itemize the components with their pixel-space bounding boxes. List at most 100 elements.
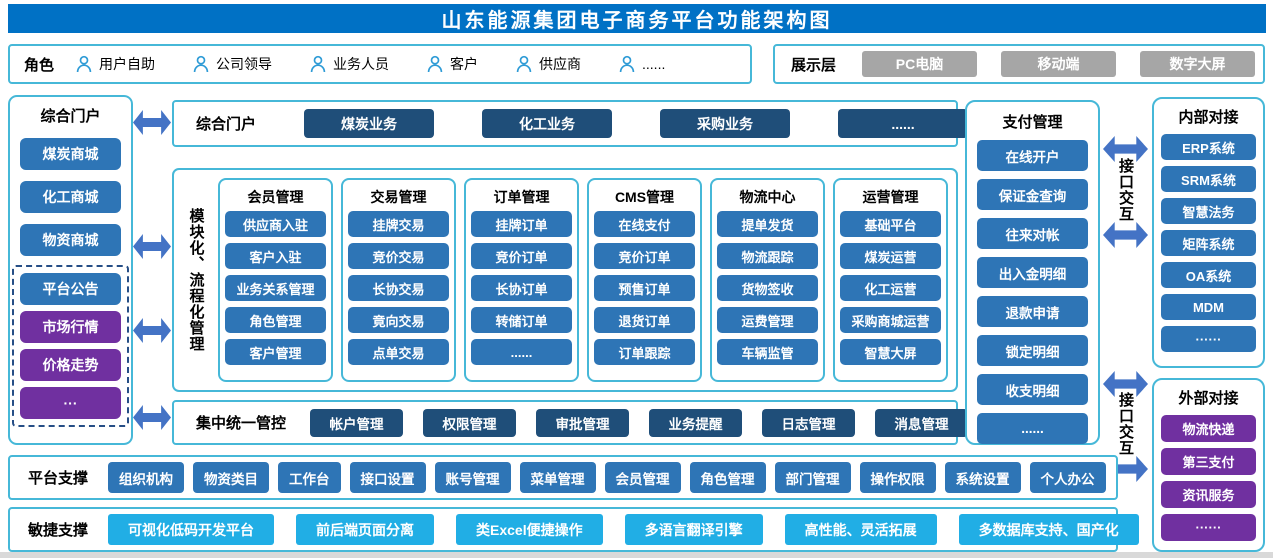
role-label: 供应商 [539,56,582,72]
internal-integration-item: ERP系统 [1161,134,1256,160]
modules-side-label: 模块化、流程化管理 [187,208,205,352]
platform-support-item: 接口设置 [349,462,426,493]
display-layer-item: 数字大屏 [1140,51,1256,77]
payment-item: 锁定明细 [977,335,1088,366]
module-item: 在线支付 [594,211,695,237]
platform-support-item: 物资类目 [193,462,270,493]
module-group-title: 交易管理 [370,189,427,205]
left-right-arrow [133,318,171,343]
module-item: 竞价交易 [348,243,449,269]
central-control-item: 帐户管理 [310,408,404,437]
portal-business-item: 煤炭业务 [304,109,435,138]
platform-support-item: 个人办公 [1029,462,1106,493]
module-group-title: 订单管理 [493,189,550,205]
internal-integration-item: 矩阵系统 [1161,230,1256,256]
agile-support-item: 多语言翻译引擎 [624,514,763,545]
module-group-list: 供应商入驻客户入驻业务关系管理角色管理客户管理 [225,211,326,365]
module-item: 退货订单 [594,307,695,333]
central-control-item: 权限管理 [423,408,517,437]
module-item: 竞价订单 [594,243,695,269]
central-control-item: 业务提醒 [649,408,743,437]
module-item: 角色管理 [225,307,326,333]
module-item: 化工运营 [840,275,941,301]
module-item: 货物签收 [717,275,818,301]
role-item: 供应商 [516,54,581,74]
module-group-list: 提单发货物流跟踪货物签收运费管理车辆监管 [717,211,818,365]
external-integration-panel: 外部对接 物流快递第三支付资讯服务······ [1152,378,1265,552]
module-item: ...... [471,339,572,365]
internal-integration-item: SRM系统 [1161,166,1256,192]
external-integration-title: 外部对接 [1178,390,1239,407]
role-label: 公司领导 [216,56,273,72]
central-control-list: 帐户管理权限管理审批管理业务提醒日志管理消息管理 [310,408,969,437]
module-group-list: 挂牌交易竞价交易长协交易竟向交易点单交易 [348,211,449,365]
module-item: 转储订单 [471,307,572,333]
module-group-title: 物流中心 [739,189,796,205]
payment-item: 出入金明细 [977,257,1088,288]
internal-integration-item: OA系统 [1161,262,1256,288]
external-integration-item: 资讯服务 [1161,481,1256,508]
central-control-item: 日志管理 [762,408,856,437]
payment-item: 在线开户 [977,140,1088,171]
module-item: 客户管理 [225,339,326,365]
role-label: 业务人员 [333,56,390,72]
portal-business-list: 煤炭业务化工业务采购业务...... [304,109,969,138]
module-item: 长协订单 [471,275,572,301]
module-group-title: 会员管理 [247,189,304,205]
portal-dashed-item: 价格走势 [20,349,121,381]
internal-integration-item: ······ [1161,326,1256,352]
person-icon [516,55,532,73]
portal-business-item: ...... [838,109,969,138]
module-item: 采购商城运营 [840,307,941,333]
agile-support-label: 敏捷支撑 [28,522,89,539]
platform-support-label: 平台支撑 [28,470,89,487]
external-integration-item: 物流快递 [1161,415,1256,442]
portal-panel: 综合门户 煤炭商城化工商城物资商城 平台公告市场行情价格走势··· [8,95,133,445]
display-layer-list: PC电脑移动端数字大屏 [862,51,1256,77]
module-item: 订单跟踪 [594,339,695,365]
portal-business-item: 化工业务 [482,109,613,138]
module-item: 点单交易 [348,339,449,365]
payment-item: 收支明细 [977,374,1088,405]
person-icon [427,55,443,73]
display-layer-panel: 展示层 PC电脑移动端数字大屏 [773,44,1265,84]
internal-integration-title: 内部对接 [1178,109,1239,126]
module-group-membership: 会员管理 供应商入驻客户入驻业务关系管理角色管理客户管理 [218,178,333,382]
module-group-trade: 交易管理 挂牌交易竞价交易长协交易竟向交易点单交易 [341,178,456,382]
platform-support-item: 操作权限 [859,462,936,493]
portal-dashed-item: 平台公告 [20,273,121,305]
person-icon [619,55,635,73]
modules-panel: 模块化、流程化管理 会员管理 供应商入驻客户入驻业务关系管理角色管理客户管理 交… [172,168,958,392]
platform-support-list: 组织机构物资类目工作台接口设置账号管理菜单管理会员管理角色管理部门管理操作权限系… [108,462,1106,493]
module-item: 挂牌交易 [348,211,449,237]
module-item: 基础平台 [840,211,941,237]
module-group-logistics: 物流中心 提单发货物流跟踪货物签收运费管理车辆监管 [710,178,825,382]
platform-support-item: 账号管理 [434,462,511,493]
role-item: 用户自助 [76,54,155,74]
roles-panel: 角色 用户自助 公司领导 业务人员 [8,44,752,84]
external-integration-item: ······ [1161,514,1256,541]
module-group-list: 挂牌订单竞价订单长协订单转储订单...... [471,211,572,365]
platform-support-item: 组织机构 [108,462,185,493]
platform-support-item: 部门管理 [774,462,851,493]
module-item: 竞价订单 [471,243,572,269]
role-item: 客户 [427,54,478,74]
interface-upper-label: 接口交互 [1117,158,1134,222]
portal-title: 综合门户 [40,108,101,125]
person-icon [310,55,326,73]
module-group-title: CMS管理 [614,189,675,205]
portal-mall-item: 物资商城 [20,224,121,256]
left-right-arrow [133,405,171,430]
display-layer-label: 展示层 [791,56,837,74]
role-item: 公司领导 [193,54,272,74]
display-layer-item: PC电脑 [862,51,978,77]
platform-support-panel: 平台支撑 组织机构物资类目工作台接口设置账号管理菜单管理会员管理角色管理部门管理… [8,455,1118,500]
bottom-edge [0,552,1273,558]
display-layer-item: 移动端 [1001,51,1117,77]
payment-item: 保证金查询 [977,179,1088,210]
agile-support-item: 高性能、灵活拓展 [784,514,937,545]
portal-dashed-list: 平台公告市场行情价格走势··· [20,273,121,419]
agile-support-item: 类Excel便捷操作 [456,514,603,545]
left-right-arrow [133,234,171,259]
